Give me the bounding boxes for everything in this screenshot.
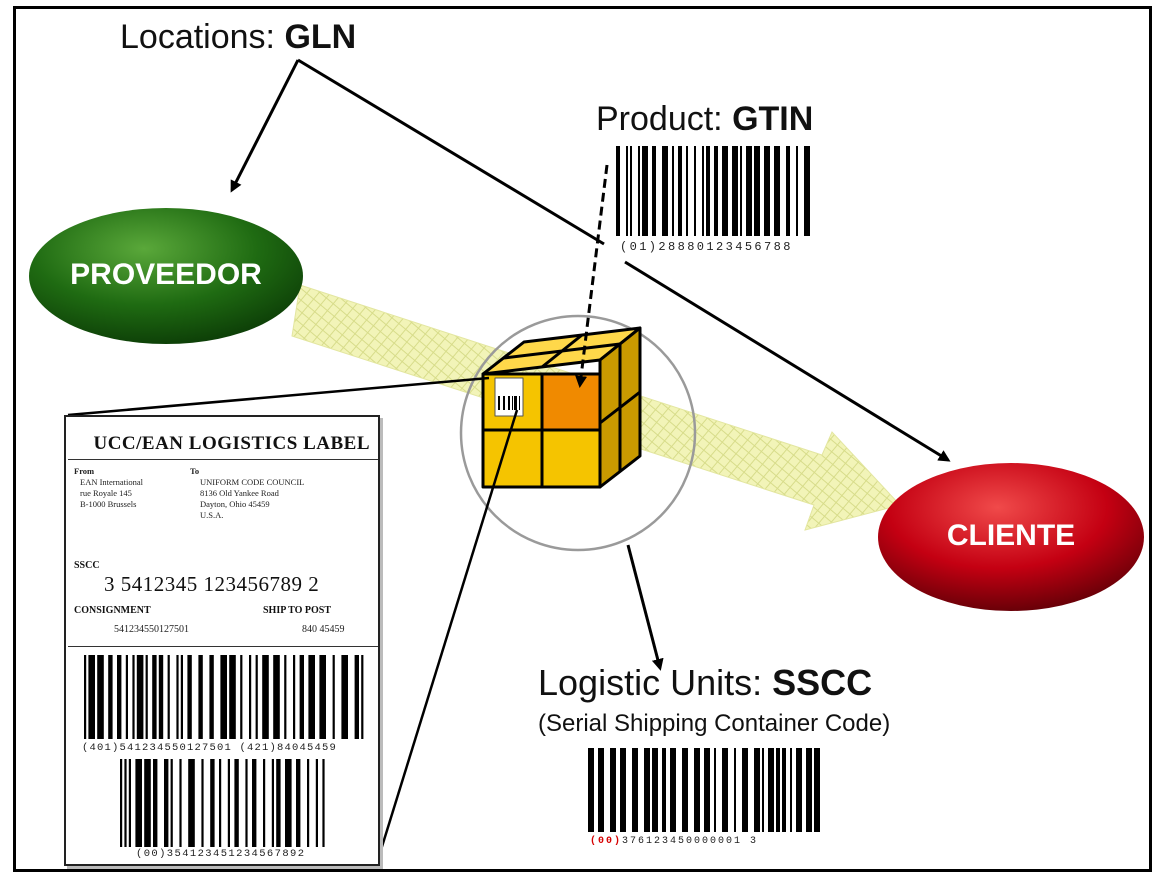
pointer-lines [67, 58, 951, 867]
locations-caption: Locations: GLN [120, 18, 356, 57]
diagram-frame [13, 6, 1152, 872]
to-line-3: Dayton, Ohio 45459 [200, 499, 270, 509]
label-divider-top [68, 459, 378, 460]
product-caption-prefix: Product: [596, 100, 723, 138]
box-label-barcode [498, 396, 520, 410]
sscc-subtitle: (Serial Shipping Container Code) [538, 710, 891, 737]
consignment-label: CONSIGNMENT [74, 605, 151, 616]
supplier-label: PROVEEDOR [70, 258, 262, 291]
customer-label: CLIENTE [946, 519, 1076, 552]
gln-code: GLN [284, 18, 357, 56]
sscc-field-value: 3 5412345 123456789 2 [104, 572, 320, 596]
sscc-code: SSCC [772, 662, 873, 703]
ship-to-post-value: 840 45459 [302, 624, 345, 635]
logistic-caption: Logistic Units: SSCC [538, 662, 872, 704]
gtin-code: GTIN [732, 100, 814, 138]
from-line-2: rue Royale 145 [80, 488, 132, 498]
logistics-label: UCC/EAN LOGISTICS LABEL From EAN Interna… [64, 415, 380, 866]
logistics-label-title: UCC/EAN LOGISTICS LABEL [93, 433, 370, 454]
label-upper-barcode-bars [84, 655, 364, 739]
label-barcodes-canvas [84, 655, 364, 847]
to-line-4: U.S.A. [200, 510, 224, 520]
label-divider-bottom [68, 646, 378, 647]
supplier-ellipse [29, 208, 303, 344]
sscc-number: 376123450000001 3 [622, 836, 759, 847]
package-cube [481, 326, 642, 489]
focus-circle [459, 314, 697, 552]
customer-ellipse [878, 463, 1144, 611]
consignment-value: 541234550127501 [114, 624, 189, 635]
logistic-caption-prefix: Logistic Units: [538, 662, 763, 703]
label-lower-barcode-text: (00)354123451234567892 [136, 848, 306, 860]
locations-caption-prefix: Locations: [120, 18, 275, 56]
to-line-2: 8136 Old Yankee Road [200, 488, 279, 498]
gtin-barcode-text: (01)28880123456788 [620, 240, 793, 254]
product-caption: Product: GTIN [596, 100, 813, 139]
from-line-3: B-1000 Brussels [80, 499, 137, 509]
sscc-barcode-text: (00)376123450000001 3 [590, 836, 758, 847]
gtin-barcode [616, 146, 810, 236]
sscc-ai: (00) [590, 836, 623, 847]
sscc-barcode [588, 748, 820, 832]
sscc-field-label: SSCC [74, 560, 100, 571]
from-line-1: EAN International [80, 477, 144, 487]
to-label: To [190, 466, 200, 476]
from-label: From [74, 466, 95, 476]
to-line-1: UNIFORM CODE COUNCIL [200, 477, 305, 487]
label-upper-barcode-text: (401)541234550127501 (421)84045459 [82, 742, 338, 754]
label-lower-barcode-bars [120, 759, 325, 847]
ship-to-post-label: SHIP TO POST [263, 605, 331, 616]
